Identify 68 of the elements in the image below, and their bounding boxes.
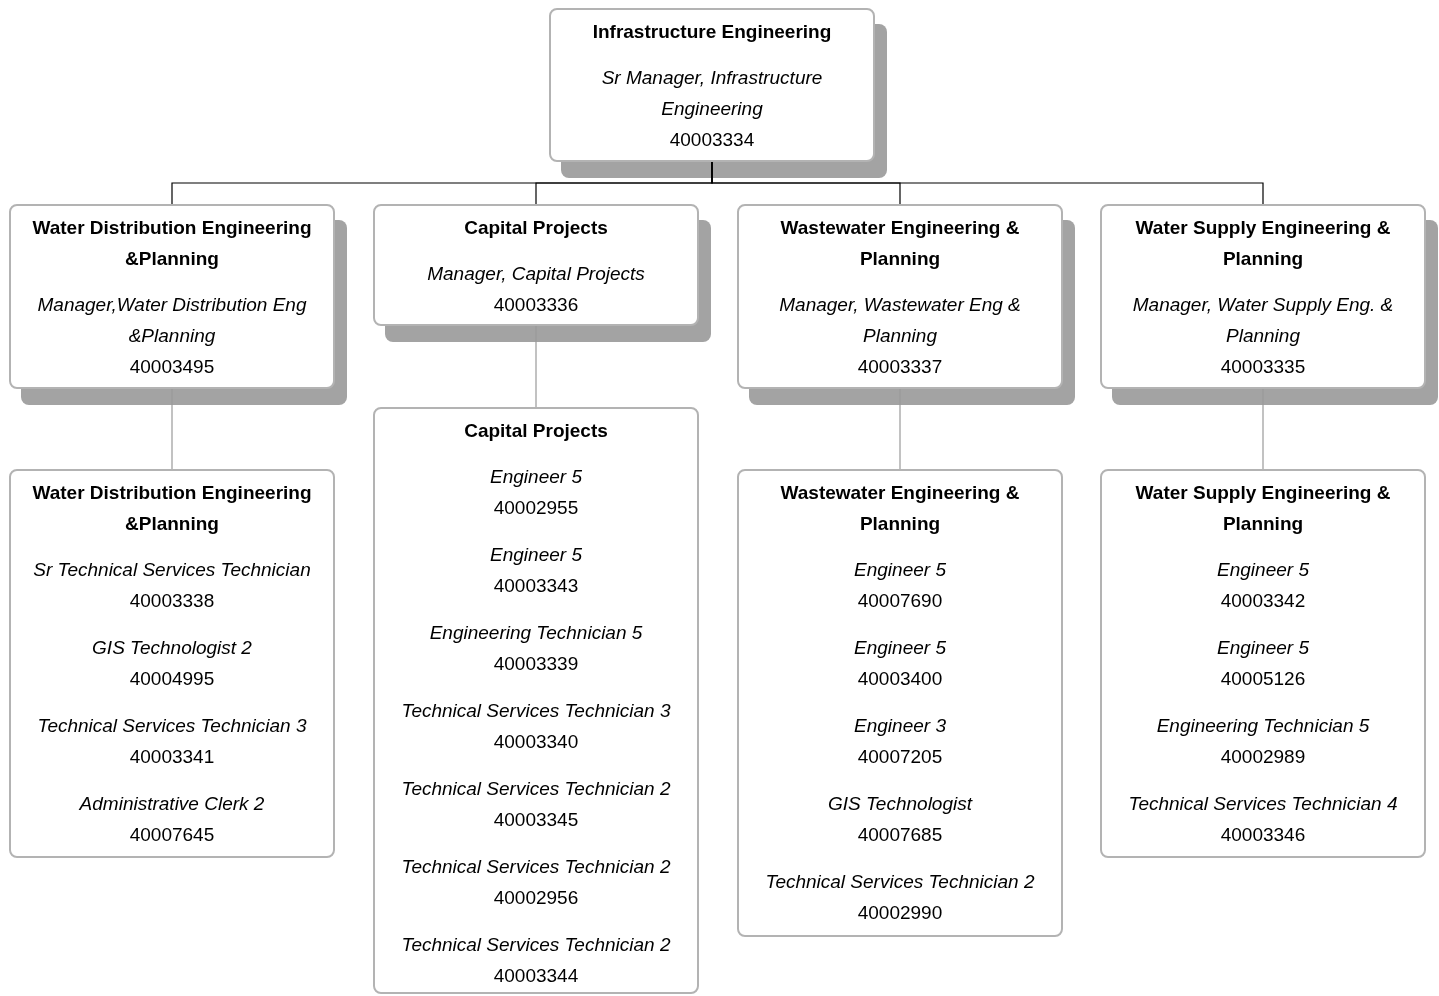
- position-title: Manager,Water Distribution Eng &Planning: [36, 293, 308, 348]
- position-number: 40003336: [493, 293, 579, 317]
- position-number: 40003339: [493, 652, 579, 676]
- connector-line: [171, 388, 173, 470]
- org-box: [737, 469, 1063, 937]
- position-number: 40003335: [1220, 355, 1306, 379]
- position-title: Engineer 3: [854, 714, 946, 738]
- org-box: [1100, 469, 1426, 858]
- position-title: Sr Manager, Infrastructure Engineering: [600, 66, 824, 121]
- position-title: Technical Services Technician 3: [37, 714, 307, 738]
- position-number: 40003345: [493, 808, 579, 832]
- org-box: [373, 407, 699, 994]
- connector-line: [1262, 388, 1264, 470]
- position-title: Engineering Technician 5: [429, 621, 643, 645]
- position-number: 40005126: [1220, 667, 1306, 691]
- connector-line: [711, 161, 1264, 205]
- unit-heading: Capital Projects: [464, 216, 608, 240]
- position-title: Engineer 5: [854, 636, 946, 660]
- position-number: 40004995: [129, 667, 215, 691]
- position-number: 40007645: [129, 823, 215, 847]
- position-title: Manager, Wastewater Eng & Planning: [778, 293, 1022, 348]
- position-title: Manager, Water Supply Eng. & Planning: [1131, 293, 1395, 348]
- position-title: Engineer 5: [1217, 636, 1309, 660]
- unit-heading: Water Supply Engineering & Planning: [1134, 216, 1392, 271]
- position-number: 40003400: [857, 667, 943, 691]
- position-number: 40003495: [129, 355, 215, 379]
- position-title: Technical Services Technician 2: [401, 855, 671, 879]
- position-number: 40003346: [1220, 823, 1306, 847]
- unit-heading: Water Distribution Engineering &Planning: [31, 481, 313, 536]
- position-number: 40003344: [493, 964, 579, 988]
- unit-heading: Capital Projects: [464, 419, 608, 443]
- position-title: GIS Technologist: [828, 792, 972, 816]
- position-title: Manager, Capital Projects: [427, 262, 645, 286]
- position-title: GIS Technologist 2: [92, 636, 252, 660]
- position-number: 40003334: [669, 128, 755, 152]
- connector-line: [899, 388, 901, 470]
- unit-heading: Water Distribution Engineering &Planning: [31, 216, 313, 271]
- position-title: Technical Services Technician 3: [401, 699, 671, 723]
- position-number: 40007205: [857, 745, 943, 769]
- position-title: Engineering Technician 5: [1156, 714, 1370, 738]
- position-number: 40003340: [493, 730, 579, 754]
- position-number: 40003343: [493, 574, 579, 598]
- position-number: 40002989: [1220, 745, 1306, 769]
- position-title: Technical Services Technician 2: [401, 933, 671, 957]
- position-number: 40003342: [1220, 589, 1306, 613]
- position-title: Technical Services Technician 2: [765, 870, 1035, 894]
- position-title: Engineer 5: [490, 465, 582, 489]
- unit-heading: Wastewater Engineering & Planning: [779, 216, 1021, 271]
- position-number: 40007685: [857, 823, 943, 847]
- position-title: Technical Services Technician 2: [401, 777, 671, 801]
- position-number: 40002990: [857, 901, 943, 925]
- unit-heading: Wastewater Engineering & Planning: [779, 481, 1021, 536]
- position-title: Administrative Clerk 2: [79, 792, 265, 816]
- unit-heading: Infrastructure Engineering: [592, 20, 832, 44]
- position-number: 40002956: [493, 886, 579, 910]
- position-title: Engineer 5: [854, 558, 946, 582]
- unit-heading: Water Supply Engineering & Planning: [1134, 481, 1392, 536]
- position-number: 40003341: [129, 745, 215, 769]
- position-number: 40003337: [857, 355, 943, 379]
- position-title: Sr Technical Services Technician: [33, 558, 311, 582]
- position-title: Engineer 5: [490, 543, 582, 567]
- position-title: Technical Services Technician 4: [1128, 792, 1398, 816]
- connector-line: [535, 325, 537, 408]
- position-number: 40007690: [857, 589, 943, 613]
- position-title: Engineer 5: [1217, 558, 1309, 582]
- org-box: [9, 469, 335, 858]
- position-number: 40003338: [129, 589, 215, 613]
- position-number: 40002955: [493, 496, 579, 520]
